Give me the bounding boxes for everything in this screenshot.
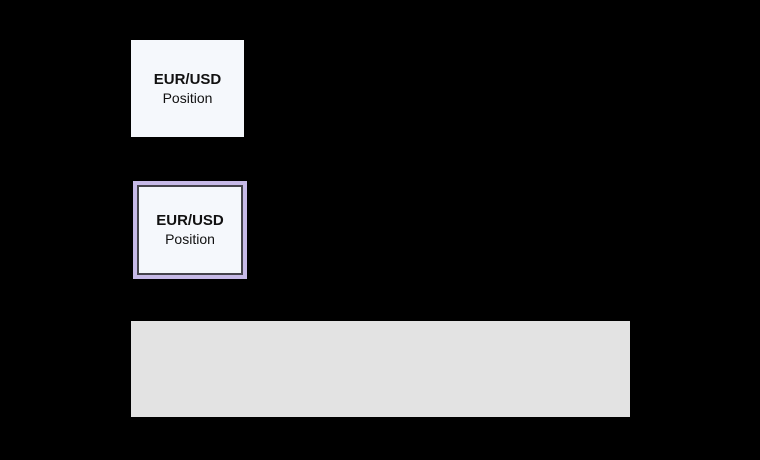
node-title: EUR/USD [153,70,222,88]
node-subtitle: Position [162,89,213,106]
selected-node-body: EUR/USD Position [137,185,243,275]
node-title: EUR/USD [156,212,224,229]
node-subtitle: Position [165,231,215,247]
eurusd-position-node-selected[interactable]: EUR/USD Position [133,181,247,279]
eurusd-position-node[interactable]: EUR/USD Position [131,40,244,137]
empty-group-rect[interactable] [131,321,630,417]
